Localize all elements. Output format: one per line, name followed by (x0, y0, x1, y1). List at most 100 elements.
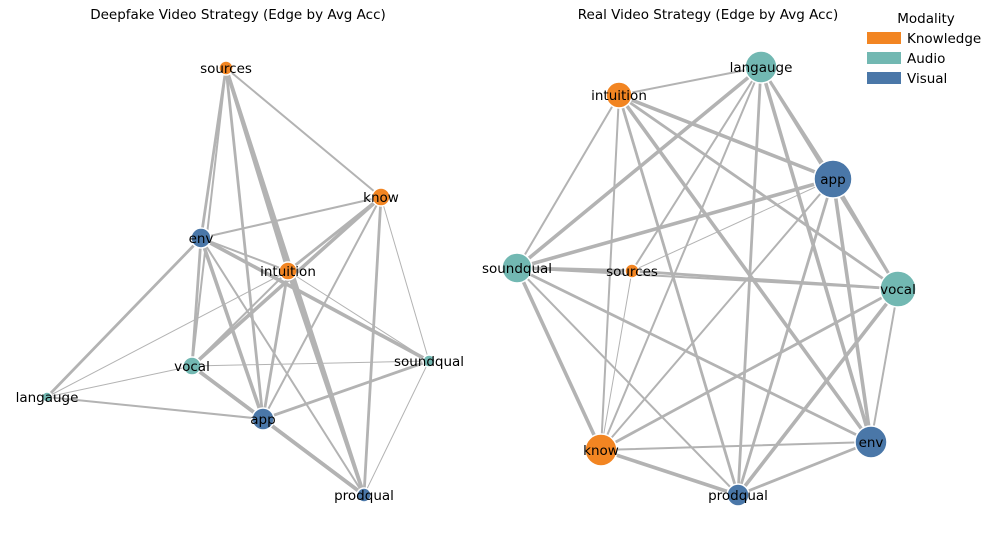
deepfake-node-label-app: app (250, 412, 275, 428)
deepfake-node-app[interactable] (251, 407, 275, 431)
real-edge-env-prodqual (736, 440, 873, 497)
real-node-langauge[interactable] (744, 50, 778, 84)
real-node-intuition[interactable] (605, 81, 633, 109)
deepfake-node-vocal[interactable] (182, 356, 202, 376)
deepfake-network: sources know env intuition vocal soundqual lan… (16, 60, 464, 504)
deepfake-node-know[interactable] (371, 187, 391, 207)
deepfake-edge-env-prodqual (200, 237, 365, 496)
deepfake-node-label-know: know (363, 190, 399, 206)
deepfake-edge-sources-know (225, 67, 382, 198)
real-node-label-soundqual: soundqual (482, 261, 552, 277)
real-node-know[interactable] (584, 433, 618, 467)
real-edge-langauge-intuition (618, 66, 762, 96)
legend-label-knowledge: Knowledge (907, 31, 981, 47)
deepfake-edge-soundqual-prodqual (363, 360, 430, 496)
real-edge-langauge-know (600, 66, 762, 451)
deepfake-node-env[interactable] (190, 227, 212, 249)
real-edge-sources-know (600, 270, 633, 451)
real-node-label-sources: sources (606, 264, 658, 280)
real-node-label-intuition: intuition (591, 88, 647, 104)
real-edge-app-prodqual (736, 177, 835, 497)
real-edge-soundqual-know (515, 266, 603, 452)
real-edge-app-sources (631, 178, 834, 272)
deepfake-edge-know-env (200, 196, 382, 239)
deepfake-edge-sources-app (224, 66, 265, 421)
deepfake-node-label-soundqual: soundqual (394, 354, 464, 370)
deepfake-edge-env-intuition (200, 237, 289, 272)
real-edge-sources-vocal (630, 269, 900, 291)
deepfake-edge-env-vocal (190, 236, 203, 368)
real-edge-env-know (600, 441, 872, 451)
real-edge-app-soundqual (515, 177, 835, 270)
deepfake-edge-env-app (199, 236, 265, 421)
deepfake-node-label-langauge: langauge (16, 390, 79, 406)
real-node-label-app: app (820, 172, 845, 188)
deepfake-nodes: sources know env intuition vocal soundqual lan… (16, 60, 464, 504)
real-edge-vocal-prodqual (736, 287, 900, 497)
deepfake-edge-env-soundqual (199, 236, 431, 363)
real-node-env[interactable] (854, 425, 888, 459)
deepfake-edge-env-langauge (45, 236, 203, 399)
deepfake-node-soundqual[interactable] (422, 354, 436, 368)
deepfake-edge-intuition-app (261, 269, 290, 421)
real-edge-intuition-soundqual (516, 94, 620, 269)
real-panel-title: Real Video Strategy (Edge by Avg Acc) (578, 7, 838, 23)
legend-swatch-audio (867, 52, 901, 64)
real-node-sources[interactable] (624, 263, 640, 279)
real-edge-know-prodqual (599, 448, 740, 497)
real-edge-intuition-app (617, 93, 835, 181)
deepfake-node-label-vocal: vocal (174, 359, 210, 375)
deepfake-edge-know-app (262, 196, 382, 420)
deepfake-node-prodqual[interactable] (356, 487, 372, 503)
real-edge-app-env (831, 177, 873, 444)
real-edge-intuition-vocal (617, 93, 900, 291)
real-node-soundqual[interactable] (501, 252, 533, 284)
deepfake-node-label-sources: sources (200, 61, 252, 77)
deepfake-edge-app-soundqual (261, 359, 431, 421)
real-node-app[interactable] (813, 159, 853, 199)
real-nodes: langauge intuition app soundqual sources voca… (482, 50, 917, 507)
legend-title: Modality (897, 11, 955, 27)
real-edge-langauge-soundqual (515, 65, 763, 270)
legend-label-visual: Visual (907, 71, 947, 87)
deepfake-edges (45, 66, 431, 497)
deepfake-node-label-intuition: intuition (260, 264, 316, 280)
deepfake-panel-title: Deepfake Video Strategy (Edge by Avg Acc… (90, 7, 386, 23)
deepfake-edge-vocal-soundqual (191, 360, 430, 367)
legend: Modality Knowledge Audio Visual (867, 11, 981, 87)
deepfake-edge-langauge-app (46, 396, 264, 420)
real-edges (515, 65, 900, 497)
real-edge-langauge-sources (631, 66, 762, 272)
deepfake-edge-intuition-vocal (191, 270, 289, 367)
deepfake-edge-vocal-langauge (46, 365, 193, 398)
real-node-label-langauge: langauge (730, 60, 793, 76)
deepfake-edge-sources-vocal (191, 67, 227, 367)
legend-label-audio: Audio (907, 51, 945, 67)
real-node-label-env: env (859, 435, 884, 451)
real-edge-intuition-env (617, 93, 873, 444)
deepfake-node-langauge[interactable] (41, 391, 53, 403)
real-edge-vocal-know (599, 287, 900, 452)
real-node-prodqual[interactable] (726, 483, 750, 507)
real-network: langauge intuition app soundqual sources voca… (482, 50, 917, 507)
deepfake-node-label-env: env (189, 231, 214, 247)
deepfake-node-label-prodqual: prodqual (334, 488, 394, 504)
legend-swatch-knowledge (867, 32, 901, 44)
legend-swatch-visual (867, 72, 901, 84)
real-node-vocal[interactable] (879, 270, 917, 308)
real-node-label-prodqual: prodqual (708, 488, 768, 504)
deepfake-edge-app-prodqual (261, 417, 366, 497)
real-edge-vocal-env (870, 288, 899, 443)
deepfake-node-sources[interactable] (218, 60, 234, 76)
deepfake-edge-intuition-soundqual (287, 270, 430, 362)
real-edge-langauge-env (759, 65, 873, 444)
deepfake-edge-intuition-langauge (46, 270, 289, 398)
real-node-label-know: know (583, 443, 619, 459)
deepfake-edge-know-prodqual (362, 195, 383, 497)
real-edge-app-vocal (831, 177, 900, 291)
real-node-label-vocal: vocal (880, 282, 916, 298)
real-edge-app-know (600, 178, 834, 451)
deepfake-node-intuition[interactable] (278, 261, 298, 281)
real-edge-intuition-prodqual (617, 93, 740, 497)
